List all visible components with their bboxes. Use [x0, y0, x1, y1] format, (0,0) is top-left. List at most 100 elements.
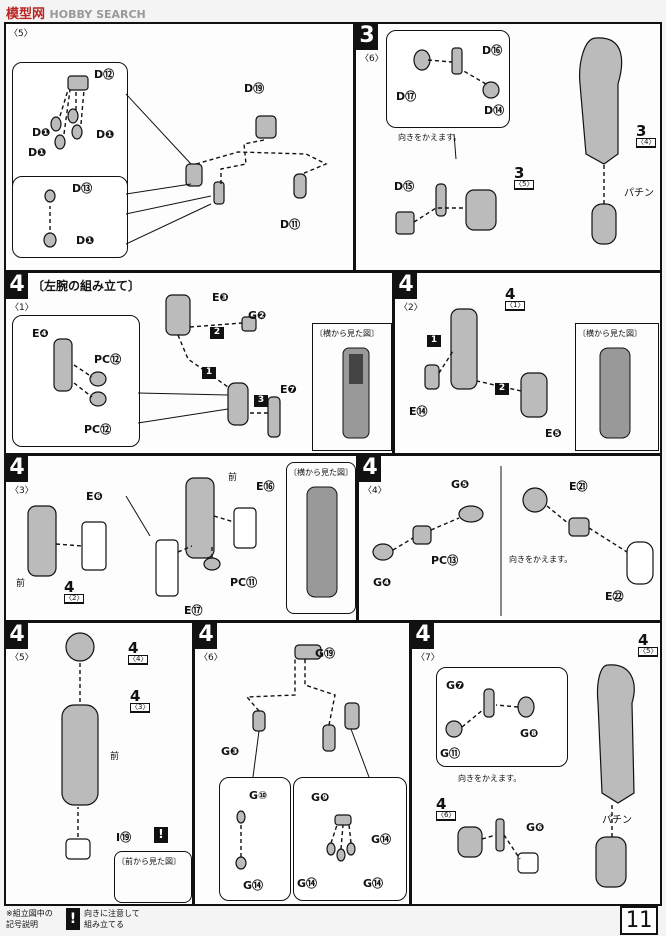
step-number: 4 [6, 456, 28, 482]
part-label: E⑭ [409, 405, 428, 418]
click-note: パチン [602, 815, 632, 826]
part-label: D⑭ [484, 104, 505, 117]
assembly-drawing [235, 644, 370, 870]
panel-4-3: 4 〈3〉 〔横から見た図〕 E❻ E⑯ PC⑪ E⑰ 4〈2〉 前 前 [4, 454, 358, 622]
side-view-label: 〔横から見た図〕 [289, 468, 353, 477]
step-reference: 4〈6〉 [436, 795, 457, 821]
part-label: E❻ [86, 490, 103, 503]
click-note: パチン [624, 188, 654, 199]
substep-label: 〈5〉 [9, 29, 33, 39]
assembly-drawing [424, 308, 548, 418]
order-number: 1 [202, 367, 216, 379]
part-label: D⑫ [94, 68, 115, 81]
side-view-drawing [306, 486, 338, 598]
part-label: PC⑫ [94, 353, 122, 366]
part-label: G❼ [446, 679, 465, 692]
legend-caption: 向きに注意して 組み立てる [84, 909, 140, 929]
step-number: 4 [359, 456, 381, 482]
part-label: D⑮ [394, 180, 415, 193]
assembly-drawing [61, 632, 99, 860]
part-label: E❺ [545, 427, 562, 440]
order-number: 1 [427, 335, 441, 347]
part-label: G❷ [248, 309, 267, 322]
substep-label: 〈4〉 [363, 486, 387, 496]
part-label: I⑲ [116, 831, 132, 844]
part-label: E⑯ [256, 480, 275, 493]
part-label: PC⑬ [431, 554, 459, 567]
part-label: G⑩ [249, 789, 268, 802]
part-label: E⑰ [184, 604, 203, 617]
substep-label: 〈5〉 [10, 653, 34, 663]
step-reference: 4〈1〉 [505, 285, 526, 311]
part-label: G❹ [373, 576, 392, 589]
substep-label: 〈6〉 [199, 653, 223, 663]
order-number: 3 [254, 395, 268, 407]
detail-box [12, 315, 140, 447]
step-number: 4 [6, 273, 28, 299]
part-label: D❶ [96, 128, 115, 141]
side-view-box: 〔横から見た図〕 [312, 323, 392, 451]
panel-3-6: 3 〈6〉 D⑯ D⑰ D⑭ 向きをかえます。 D⑮ 3〈5〉 3〈4〉 パチン [354, 22, 662, 272]
detail-box [293, 777, 407, 901]
caution-icon: ! [154, 827, 168, 843]
assembly-drawing [372, 466, 654, 616]
step-reference: 4〈4〉 [128, 639, 149, 665]
step-reference: 3〈4〉 [636, 122, 657, 148]
front-label: 前 [16, 579, 26, 589]
assembly-drawing [53, 294, 281, 438]
part-label: D❶ [32, 126, 51, 139]
part-label: D❶ [76, 234, 95, 247]
part-label: G❽ [520, 727, 539, 740]
panel-4-4: 4 〈4〉 G❺ G❹ PC⑬ E㉑ E㉒ 向きをかえます。 [357, 454, 662, 622]
step-number: 4 [412, 623, 434, 649]
part-label: D⑰ [396, 90, 417, 103]
part-label: E㉑ [569, 480, 588, 493]
substep-label: 〈6〉 [360, 54, 384, 64]
turn-note: 向きをかえます。 [458, 774, 522, 783]
panel-4-1: 4 〈1〉 〔左腕の組み立て〕 〔横から見た図〕 [4, 271, 394, 455]
part-label: G⑭ [297, 877, 318, 890]
part-label: G⑭ [243, 879, 264, 892]
symbol-legend: ※組立図中の 記号説明 [6, 909, 53, 929]
step-reference: 4〈3〉 [130, 687, 151, 713]
watermark-logo: 模型网 HOBBY SEARCH [6, 7, 146, 22]
side-view-drawing [599, 347, 631, 439]
part-label: G⑪ [440, 747, 461, 760]
assembly-drawing [27, 477, 257, 597]
detail-box [386, 30, 510, 128]
panel-3-5: 〈5〉 D⑫ D❶ D❶ D❶ D⑲ D⑬ [4, 22, 355, 272]
part-label: PC⑫ [84, 423, 112, 436]
substep-label: 〈1〉 [10, 303, 34, 313]
part-label: E❹ [32, 327, 49, 340]
part-label: D⑲ [244, 82, 265, 95]
part-label: G❺ [451, 478, 470, 491]
panel-4-7: 4 〈7〉 G❼ G❽ G⑪ G❻ 向きをかえます。 4〈5 [410, 621, 662, 906]
front-view-label: 〔前から見た図〕 [117, 857, 181, 866]
step-reference: 3〈5〉 [514, 164, 535, 190]
step-reference: 4〈2〉 [64, 578, 85, 604]
step-reference: 4〈5〉 [638, 631, 659, 657]
step-number: 4 [195, 623, 217, 649]
front-view-box: 〔前から見た図〕 [114, 851, 192, 903]
detail-box [436, 667, 568, 767]
panel-4-5: 4 〈5〉 4〈4〉 4〈3〉 前 I⑲ ! 〔前から見た図〕 [4, 621, 194, 906]
part-label: D⑪ [280, 218, 301, 231]
side-view-label: 〔横から見た図〕 [578, 329, 642, 338]
step-number: 4 [6, 623, 28, 649]
part-label: D❶ [28, 146, 47, 159]
substep-label: 〈2〉 [399, 303, 423, 313]
caution-icon: ! [66, 908, 80, 930]
part-label: E㉒ [605, 590, 624, 603]
part-label: E❼ [280, 383, 297, 396]
order-number: 2 [495, 383, 509, 395]
substep-label: 〈7〉 [416, 653, 440, 663]
side-view-drawing [342, 347, 370, 439]
panel-4-2: 4 〈2〉 〔横から見た図〕 4〈1〉 E⑭ E❺ 1 2 [393, 271, 662, 455]
turn-note: 向きをかえます。 [398, 133, 462, 142]
side-view-box: 〔横から見た図〕 [575, 323, 659, 451]
detail-box [12, 176, 128, 258]
part-label: G⑭ [371, 833, 392, 846]
order-number: 2 [210, 327, 224, 339]
side-view-box: 〔横から見た図〕 [286, 462, 356, 614]
